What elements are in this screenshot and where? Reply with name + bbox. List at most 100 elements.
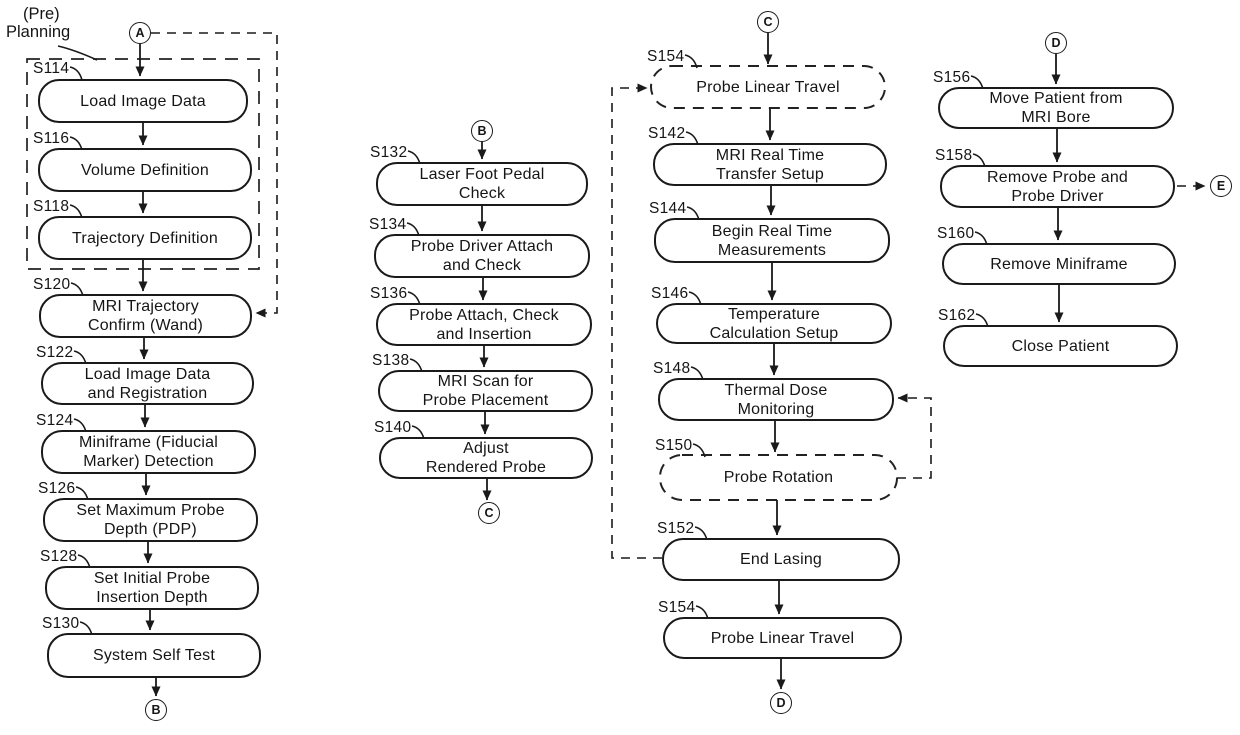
node-s122-text-line2: and Registration <box>87 384 208 402</box>
node-s142-text-line1: MRI Real Time <box>715 146 825 164</box>
node-s138-text-line2: Probe Placement <box>422 392 549 409</box>
node-s120: MRI Trajectory Confirm (Wand) <box>39 294 252 338</box>
node-s150-text: Probe Rotation <box>723 469 834 486</box>
node-s124: Miniframe (Fiducial Marker) Detection <box>41 430 256 474</box>
ref-s140: S140 <box>374 419 412 436</box>
ref-s122: S122 <box>36 344 74 361</box>
connector-circle-c-in: C <box>757 11 779 33</box>
node-s156: Move Patient from MRI Bore <box>938 87 1174 129</box>
node-s154-top-dashed-outline <box>650 65 886 109</box>
node-s132: Laser Foot Pedal Check <box>376 162 588 206</box>
node-s124-text-line2: Marker) Detection <box>83 453 214 470</box>
node-s116-text: Volume Definition <box>81 161 209 179</box>
ref-s162: S162 <box>938 307 976 324</box>
node-s146-text-line2: Calculation Setup <box>709 324 839 342</box>
node-s138: MRI Scan for Probe Placement <box>378 370 593 412</box>
node-s126-text-line1: Set Maximum Probe <box>76 502 225 519</box>
node-s158-text-line2: Probe Driver <box>1011 187 1104 205</box>
node-s162-text: Close Patient <box>1011 337 1110 355</box>
node-s154-bottom: Probe Linear Travel <box>663 617 902 659</box>
node-s120-text-line2: Confirm (Wand) <box>87 317 204 334</box>
node-s136-text-line1: Probe Attach, Check <box>409 306 559 324</box>
ref-s116: S116 <box>33 130 70 147</box>
connector-circle-b-out: B <box>145 699 167 721</box>
dashed-connectors <box>151 32 1206 559</box>
node-s114-text: Load Image Data <box>80 92 206 110</box>
connector-circle-d-out: D <box>770 692 792 714</box>
ref-leader-tick <box>692 443 706 458</box>
node-s118-text: Trajectory Definition <box>72 229 218 247</box>
node-s140-text-line1: Adjust <box>463 440 509 457</box>
node-s142: MRI Real Time Transfer Setup <box>653 143 887 186</box>
node-s154-top: Probe Linear Travel <box>651 66 885 108</box>
ref-s142: S142 <box>648 125 686 142</box>
pre-planning-label-line2: Planning <box>6 23 71 41</box>
ref-s154-top: S154 <box>647 48 685 65</box>
ref-s124: S124 <box>36 412 74 429</box>
node-s144-text-line2: Measurements <box>717 241 827 259</box>
ref-s138: S138 <box>372 352 410 369</box>
ref-s160: S160 <box>937 225 975 242</box>
node-s156-text-line1: Move Patient from <box>989 90 1123 107</box>
node-s154-bottom-text: Probe Linear Travel <box>710 629 855 647</box>
pre-planning-label: (Pre) Planning <box>6 5 70 41</box>
dashed-s150-to-s148 <box>897 393 932 479</box>
ref-s136: S136 <box>370 285 408 302</box>
node-s154-top-text: Probe Linear Travel <box>696 78 840 96</box>
node-s122: Load Image Data and Registration <box>41 362 254 405</box>
node-s156-text-line2: MRI Bore <box>1021 109 1091 126</box>
node-s120-text-line1: MRI Trajectory <box>92 298 199 315</box>
node-s148-text-line1: Thermal Dose <box>724 381 828 399</box>
ref-s148: S148 <box>653 360 691 377</box>
ref-s134: S134 <box>369 216 407 233</box>
node-s126-text-line2: Depth (PDP) <box>104 521 197 538</box>
node-s118: Trajectory Definition <box>38 216 252 260</box>
connector-circle-c-out: C <box>478 502 500 524</box>
node-s146: Temperature Calculation Setup <box>656 303 892 344</box>
node-s150: Probe Rotation <box>660 455 897 500</box>
ref-s150: S150 <box>655 437 693 454</box>
connector-circle-e: E <box>1210 175 1232 197</box>
ref-s154-bottom: S154 <box>658 599 696 616</box>
node-s150-dashed-outline <box>659 454 898 501</box>
node-s122-text-line1: Load Image Data <box>84 365 211 383</box>
ref-leader-tick <box>69 66 83 81</box>
node-s116: Volume Definition <box>38 148 252 192</box>
flow-arrows <box>135 33 1064 697</box>
node-s134: Probe Driver Attach and Check <box>374 234 590 278</box>
node-s114: Load Image Data <box>38 79 248 123</box>
node-s142-text-line2: Transfer Setup <box>715 165 825 183</box>
node-s160-text: Remove Miniframe <box>990 255 1128 273</box>
ref-s120: S120 <box>33 276 71 293</box>
node-s146-text-line1: Temperature <box>727 305 821 323</box>
node-s160: Remove Miniframe <box>942 243 1176 285</box>
dashed-a-to-s120 <box>151 32 278 318</box>
ref-s114: S114 <box>33 60 70 77</box>
node-s158-text-line1: Remove Probe and <box>986 168 1129 186</box>
connector-circle-a: A <box>129 22 151 44</box>
ref-s156: S156 <box>933 69 971 86</box>
node-s128: Set Initial Probe Insertion Depth <box>45 566 259 610</box>
node-s140-text-line2: Rendered Probe <box>425 459 547 476</box>
node-s136: Probe Attach, Check and Insertion <box>376 303 592 346</box>
node-s134-text-line2: and Check <box>442 257 522 274</box>
pre-planning-leader-line <box>57 45 98 61</box>
node-s144-text-line1: Begin Real Time <box>711 222 833 240</box>
node-s132-text-line1: Laser Foot Pedal <box>419 166 545 183</box>
node-s124-text-line1: Miniframe (Fiducial <box>79 434 218 451</box>
node-s130-text: System Self Test <box>92 647 216 664</box>
node-s134-text-line1: Probe Driver Attach <box>410 238 554 255</box>
node-s128-text-line1: Set Initial Probe <box>93 570 211 587</box>
node-s148-text-line2: Monitoring <box>737 400 815 418</box>
node-s158: Remove Probe and Probe Driver <box>940 165 1175 208</box>
ref-s152: S152 <box>657 520 695 537</box>
node-s144: Begin Real Time Measurements <box>654 218 890 263</box>
node-s138-text-line1: MRI Scan for <box>437 373 534 390</box>
node-s136-text-line2: and Insertion <box>436 325 532 343</box>
ref-s126: S126 <box>38 480 76 497</box>
connector-circle-b-in: B <box>471 120 493 142</box>
ref-s128: S128 <box>40 548 78 565</box>
node-s140: Adjust Rendered Probe <box>379 437 593 479</box>
node-s148: Thermal Dose Monitoring <box>658 378 894 421</box>
